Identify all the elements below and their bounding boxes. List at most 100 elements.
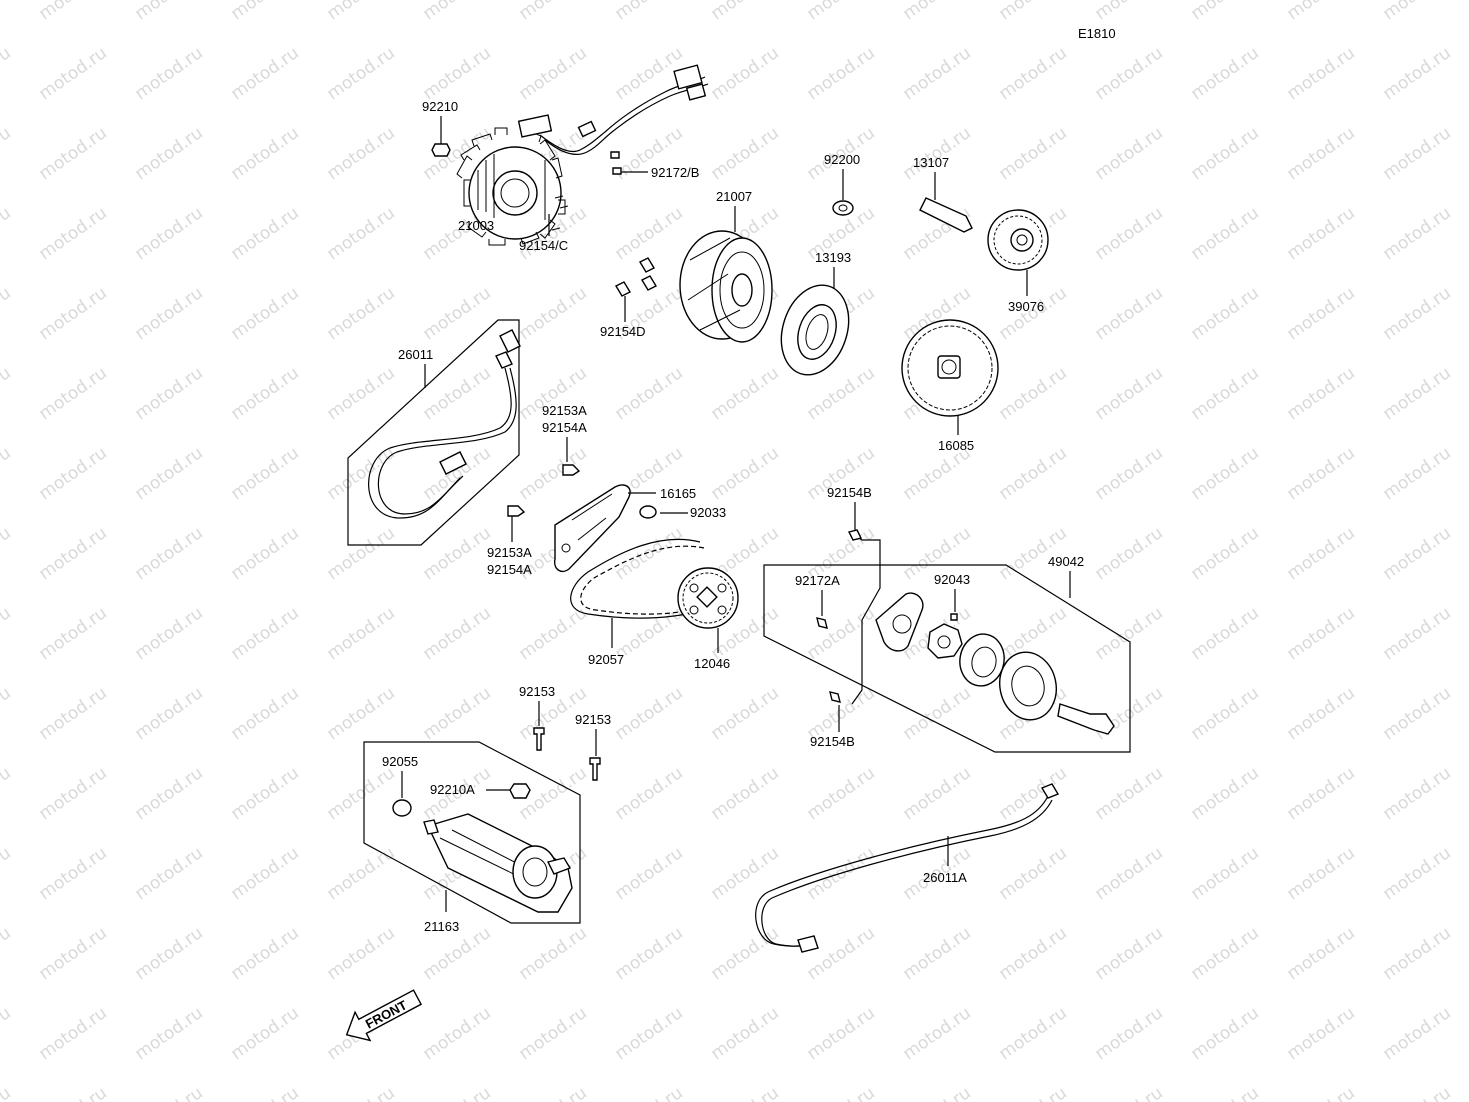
watermark-text: motod.ru xyxy=(1379,123,1454,184)
watermark-text: motod.ru xyxy=(227,763,302,824)
label-92153-b: 92153 xyxy=(575,712,611,727)
gear-39076 xyxy=(987,209,1049,271)
watermark-text: motod.ru xyxy=(995,123,1070,184)
watermark-text: motod.ru xyxy=(803,0,878,24)
watermark-text: motod.ru xyxy=(611,1003,686,1064)
watermark-text: motod.ru xyxy=(1187,843,1262,904)
watermark-text: motod.ru xyxy=(131,603,206,664)
watermark-text: motod.ru xyxy=(995,1003,1070,1064)
watermark-text: motod.ru xyxy=(1091,603,1166,664)
screws-92154D xyxy=(615,257,657,297)
watermark-text: motod.ru xyxy=(227,1083,302,1102)
watermark-text: motod.ru xyxy=(899,0,974,24)
watermark-text: motod.ru xyxy=(1379,443,1454,504)
watermark-text: motod.ru xyxy=(1091,843,1166,904)
watermark-text: motod.ru xyxy=(131,1003,206,1064)
watermark-text: motod.ru xyxy=(323,763,398,824)
watermark-text: motod.ru xyxy=(1091,123,1166,184)
watermark-text: motod.ru xyxy=(1283,523,1358,584)
watermark-text: motod.ru xyxy=(0,683,15,744)
watermark-text: motod.ru xyxy=(227,283,302,344)
watermark-text: motod.ru xyxy=(1379,43,1454,104)
bolt-92153-b xyxy=(589,757,601,781)
watermark-text: motod.ru xyxy=(995,363,1070,424)
label-92154B-bot: 92154B xyxy=(810,734,855,749)
kit-box-21163 xyxy=(363,741,581,924)
watermark-text: motod.ru xyxy=(323,603,398,664)
watermark-text: motod.ru xyxy=(131,283,206,344)
watermark-text: motod.ru xyxy=(899,683,974,744)
label-13193: 13193 xyxy=(815,250,851,265)
watermark-text: motod.ru xyxy=(0,203,15,264)
watermark-text: motod.ru xyxy=(419,443,494,504)
watermark-text: motod.ru xyxy=(1283,923,1358,984)
starter-clutch-parts-49042 xyxy=(875,592,1115,735)
watermark-text: motod.ru xyxy=(0,843,15,904)
watermark-text: motod.ru xyxy=(611,363,686,424)
label-92153-a: 92153 xyxy=(519,684,555,699)
watermark-text: motod.ru xyxy=(131,843,206,904)
label-21007: 21007 xyxy=(716,189,752,204)
watermark-text: motod.ru xyxy=(323,123,398,184)
watermark-text: motod.ru xyxy=(1187,443,1262,504)
watermark-text: motod.ru xyxy=(515,43,590,104)
watermark-text: motod.ru xyxy=(515,443,590,504)
watermark-text: motod.ru xyxy=(35,363,110,424)
watermark-text: motod.ru xyxy=(1379,683,1454,744)
watermark-text: motod.ru xyxy=(707,363,782,424)
watermark-text: motod.ru xyxy=(707,43,782,104)
watermark-text: motod.ru xyxy=(1187,1083,1262,1102)
watermark-text: motod.ru xyxy=(1187,603,1262,664)
watermark-text: motod.ru xyxy=(227,603,302,664)
label-16085: 16085 xyxy=(938,438,974,453)
watermark-text: motod.ru xyxy=(1283,203,1358,264)
watermark-text: motod.ru xyxy=(707,763,782,824)
watermark-text: motod.ru xyxy=(899,43,974,104)
watermark-text: motod.ru xyxy=(131,923,206,984)
watermark-text: motod.ru xyxy=(611,843,686,904)
label-92172B: 92172/B xyxy=(651,165,699,180)
watermark-text: motod.ru xyxy=(131,683,206,744)
watermark-text: motod.ru xyxy=(1187,1003,1262,1064)
watermark-text: motod.ru xyxy=(0,0,15,24)
label-92210: 92210 xyxy=(422,99,458,114)
watermark-text: motod.ru xyxy=(995,763,1070,824)
watermark-text: motod.ru xyxy=(419,1083,494,1102)
label-26011: 26011 xyxy=(398,347,433,362)
watermark-text: motod.ru xyxy=(1187,763,1262,824)
watermark-text: motod.ru xyxy=(35,43,110,104)
watermark-text: motod.ru xyxy=(1091,923,1166,984)
watermark-text: motod.ru xyxy=(611,683,686,744)
watermark-text: motod.ru xyxy=(1283,1083,1358,1102)
watermark-text: motod.ru xyxy=(131,1083,206,1102)
watermark-text: motod.ru xyxy=(1283,763,1358,824)
watermark-text: motod.ru xyxy=(515,0,590,24)
watermark-text: motod.ru xyxy=(995,1083,1070,1102)
watermark-text: motod.ru xyxy=(1091,0,1166,24)
watermark-text: motod.ru xyxy=(0,123,15,184)
watermark-text: motod.ru xyxy=(1379,363,1454,424)
label-26011A: 26011A xyxy=(923,870,967,885)
watermark-text: motod.ru xyxy=(323,683,398,744)
watermark-text: motod.ru xyxy=(995,43,1070,104)
watermark-text: motod.ru xyxy=(0,1083,15,1102)
watermark-text: motod.ru xyxy=(35,603,110,664)
watermark-text: motod.ru xyxy=(35,1083,110,1102)
watermark-text: motod.ru xyxy=(1283,283,1358,344)
label-92033: 92033 xyxy=(690,505,726,520)
watermark-text: motod.ru xyxy=(227,363,302,424)
watermark-text: motod.ru xyxy=(0,603,15,664)
label-92043: 92043 xyxy=(934,572,970,587)
watermark-text: motod.ru xyxy=(1091,443,1166,504)
watermark-text: motod.ru xyxy=(707,443,782,504)
watermark-text: motod.ru xyxy=(131,523,206,584)
watermark-text: motod.ru xyxy=(323,363,398,424)
watermark-text: motod.ru xyxy=(131,443,206,504)
watermark-text: motod.ru xyxy=(803,603,878,664)
watermark-text: motod.ru xyxy=(1091,43,1166,104)
label-92057: 92057 xyxy=(588,652,624,667)
watermark-text: motod.ru xyxy=(0,43,15,104)
watermark-text: motod.ru xyxy=(1283,683,1358,744)
label-92154D: 92154D xyxy=(600,324,646,339)
watermark-text: motod.ru xyxy=(1091,523,1166,584)
